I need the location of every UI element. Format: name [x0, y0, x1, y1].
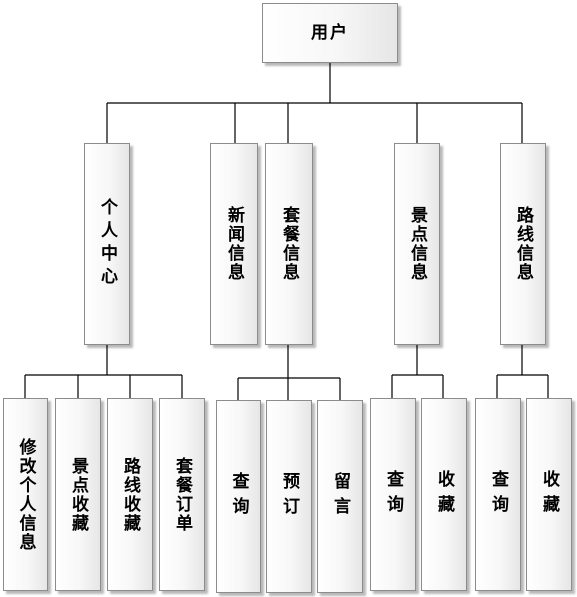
leaf-label-2-0: 查询: [228, 471, 249, 522]
leaf-label-4-1: 收藏: [539, 469, 559, 520]
module-node-2: 套餐信息: [265, 143, 313, 345]
root-label: 用户: [311, 23, 349, 43]
leaf-node-2-0: 查询: [216, 400, 261, 593]
module-node-3: 景点信息: [394, 143, 440, 345]
leaf-label-3-1: 收藏: [434, 469, 454, 520]
leaf-label-3-0: 查询: [383, 469, 403, 520]
leaf-node-0-0: 修改个人信息: [3, 398, 48, 591]
leaf-node-4-0: 查询: [475, 398, 521, 591]
leaf-node-2-1: 预订: [266, 400, 312, 593]
module-label-4: 路线信息: [513, 206, 533, 282]
leaf-node-2-2: 留言: [317, 400, 363, 593]
leaf-label-4-0: 查询: [488, 469, 508, 520]
leaf-node-0-1: 景点收藏: [55, 398, 101, 591]
leaf-node-0-2: 路线收藏: [107, 398, 153, 591]
leaf-label-2-2: 留言: [330, 471, 350, 522]
root-node: 用户: [262, 3, 398, 63]
leaf-node-4-1: 收藏: [526, 398, 572, 591]
module-label-1: 新闻信息: [224, 206, 244, 282]
leaf-node-3-0: 查询: [370, 398, 416, 591]
module-label-0: 个人中心: [97, 198, 117, 290]
leaf-label-0-1: 景点收藏: [68, 456, 88, 533]
module-node-0: 个人中心: [84, 143, 130, 345]
module-label-2: 套餐信息: [279, 206, 299, 282]
leaf-label-0-2: 路线收藏: [120, 456, 140, 533]
leaf-node-0-3: 套餐订单: [159, 398, 205, 591]
module-node-4: 路线信息: [500, 143, 546, 345]
leaf-label-2-1: 预订: [279, 471, 299, 522]
module-node-1: 新闻信息: [210, 143, 258, 345]
module-label-3: 景点信息: [407, 206, 427, 282]
leaf-label-0-3: 套餐订单: [172, 456, 192, 533]
leaf-node-3-1: 收藏: [421, 398, 467, 591]
leaf-label-0-0: 修改个人信息: [15, 437, 36, 552]
